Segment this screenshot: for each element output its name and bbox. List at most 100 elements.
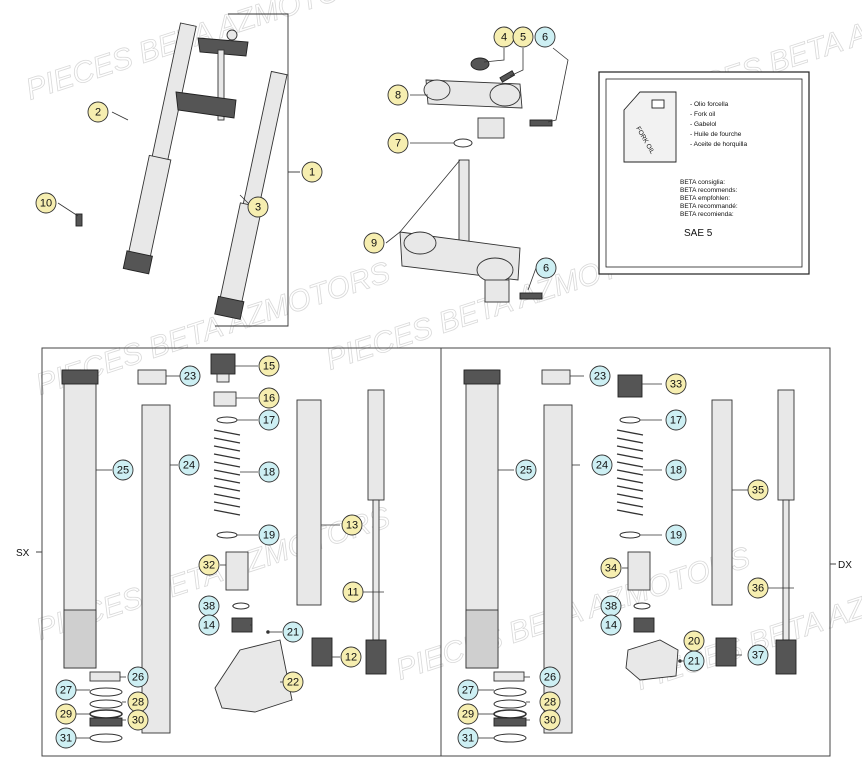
callout-number: 6 — [543, 263, 549, 275]
callout-circle — [258, 461, 280, 483]
beta-line-5: BETA recomienda: — [680, 211, 734, 218]
callout-circle — [258, 355, 280, 377]
callout-circle — [198, 554, 220, 576]
callout-circle — [258, 409, 280, 431]
callout-number: 3 — [255, 202, 261, 214]
callout-28: 28 — [539, 691, 561, 713]
left-leg-parts — [61, 353, 387, 743]
callout-number: 25 — [520, 465, 532, 477]
callout-circle — [55, 727, 77, 749]
callout-number: 23 — [594, 371, 606, 383]
beta-line-2: BETA recommends: — [680, 187, 738, 194]
oil-line-1: - Olio forcella — [690, 101, 729, 108]
callout-number: 17 — [263, 415, 275, 427]
callout-number: 24 — [596, 460, 608, 472]
callout-6: 6 — [535, 257, 557, 279]
callout-number: 6 — [542, 32, 548, 44]
callout-number: 38 — [203, 601, 215, 613]
callout-17: 17 — [665, 409, 687, 431]
callout-circle — [179, 365, 201, 387]
callout-number: 21 — [688, 656, 700, 668]
callout-35: 35 — [747, 479, 769, 501]
callout-number: 15 — [263, 361, 275, 373]
callout-14: 14 — [600, 614, 622, 636]
callout-number: 5 — [520, 32, 526, 44]
callout-21: 21 — [683, 650, 705, 672]
callout-circle — [665, 373, 687, 395]
callout-circle — [87, 101, 109, 123]
callout-circle — [341, 514, 363, 536]
callout-number: 26 — [132, 672, 144, 684]
callout-circle — [55, 703, 77, 725]
callout-circle — [282, 671, 304, 693]
callout-number: 31 — [60, 733, 72, 745]
right-leg-parts — [463, 369, 797, 743]
callout-number: 7 — [395, 138, 401, 150]
callout-number: 12 — [345, 652, 357, 664]
callout-circle — [387, 84, 409, 106]
watermark-text: PIECES BETA AZMOTORS — [22, 0, 384, 107]
callout-circle — [600, 557, 622, 579]
callout-38: 38 — [600, 595, 622, 617]
callout-26: 26 — [127, 666, 149, 688]
callout-number: 26 — [544, 672, 556, 684]
callout-circle — [539, 709, 561, 731]
callout-number: 30 — [132, 715, 144, 727]
callout-number: 4 — [501, 32, 507, 44]
callout-30: 30 — [127, 709, 149, 731]
callout-number: 27 — [462, 685, 474, 697]
callout-circle — [591, 454, 613, 476]
callout-circle — [301, 161, 323, 183]
callout-25: 25 — [112, 459, 134, 481]
callout-number: 2 — [95, 107, 101, 119]
callout-18: 18 — [258, 461, 280, 483]
triple-clamp-exploded — [385, 47, 569, 303]
callout-circle — [258, 387, 280, 409]
callout-20: 20 — [683, 630, 705, 652]
callout-24: 24 — [178, 454, 200, 476]
callout-16: 16 — [258, 387, 280, 409]
callout-circle — [600, 614, 622, 636]
beta-line-3: BETA empfohlen: — [680, 195, 730, 202]
oil-line-5: - Aceite de horquilla — [690, 141, 747, 148]
callout-number: 19 — [263, 530, 275, 542]
callout-circle — [747, 479, 769, 501]
callout-2: 2 — [87, 101, 109, 123]
callout-circle — [178, 454, 200, 476]
callout-number: 20 — [688, 636, 700, 648]
callout-37: 37 — [747, 644, 769, 666]
callout-12: 12 — [340, 646, 362, 668]
oil-line-4: - Huile de fourche — [690, 131, 742, 138]
callout-circle — [747, 644, 769, 666]
callout-number: 22 — [287, 677, 299, 689]
fork-internals-frame: SX DX — [16, 347, 852, 757]
callout-number: 18 — [670, 465, 682, 477]
callout-circle — [258, 524, 280, 546]
callout-circle — [535, 257, 557, 279]
callout-number: 29 — [60, 709, 72, 721]
callout-circle — [340, 646, 362, 668]
callout-24: 24 — [591, 454, 613, 476]
callout-21: 21 — [282, 621, 304, 643]
callout-number: 30 — [544, 715, 556, 727]
callout-number: 24 — [183, 460, 195, 472]
callout-number: 8 — [395, 90, 401, 102]
callout-circle — [112, 459, 134, 481]
callout-4: 4 — [493, 26, 515, 48]
callout-8: 8 — [387, 84, 409, 106]
callout-circle — [512, 26, 534, 48]
callout-22: 22 — [282, 671, 304, 693]
callout-6: 6 — [534, 26, 556, 48]
callout-7: 7 — [387, 132, 409, 154]
side-label-left: SX — [16, 548, 30, 559]
callout-circle — [387, 132, 409, 154]
callout-13: 13 — [341, 514, 363, 536]
callout-circle — [35, 192, 57, 214]
callout-number: 9 — [371, 238, 377, 250]
callout-17: 17 — [258, 409, 280, 431]
callout-33: 33 — [665, 373, 687, 395]
callout-circle — [515, 459, 537, 481]
